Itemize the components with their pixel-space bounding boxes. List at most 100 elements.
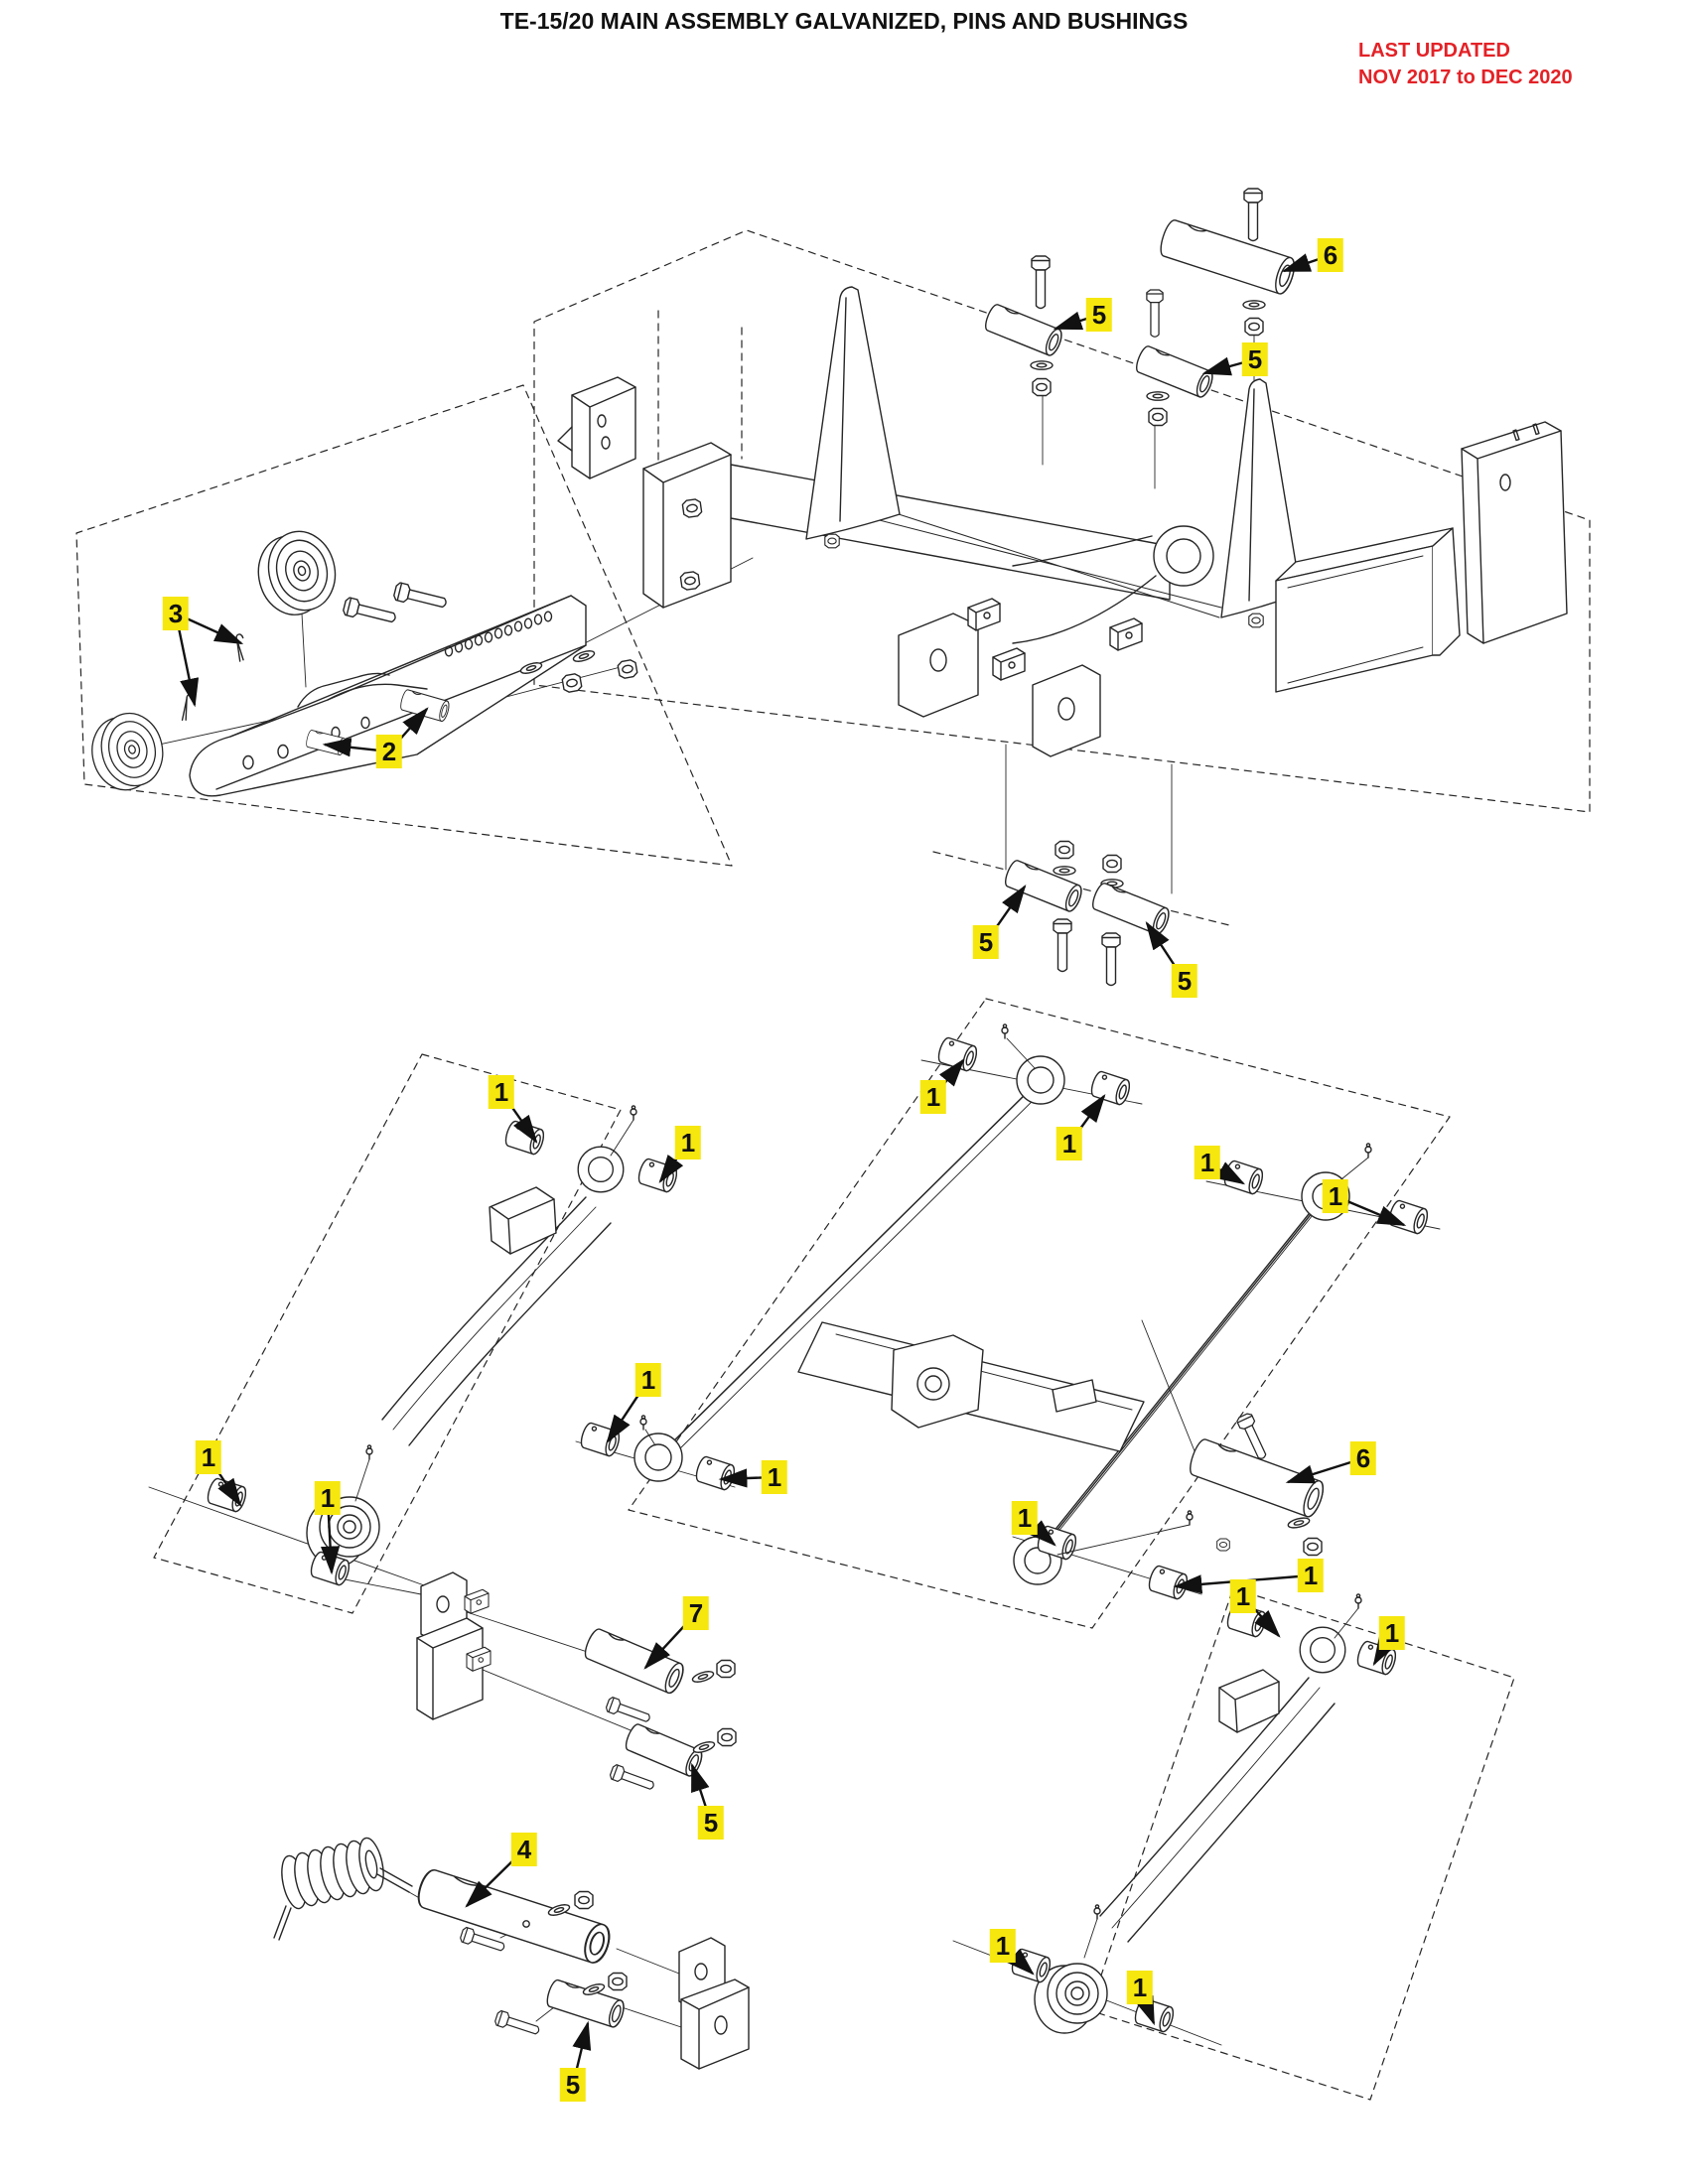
roller-swing-arm-assembly — [83, 523, 639, 797]
bushing — [1221, 1159, 1266, 1196]
callout-6: 6 — [1317, 238, 1344, 272]
bushing — [1386, 1198, 1431, 1236]
lock-nut — [716, 1659, 736, 1679]
callout-2: 2 — [375, 735, 403, 768]
lock-nut — [1303, 1537, 1323, 1557]
callout-1: 1 — [314, 1481, 342, 1515]
callout-4: 4 — [510, 1833, 538, 1866]
hex-bolt — [1146, 289, 1164, 338]
callout-5: 5 — [697, 1806, 725, 1840]
grease-zerk — [1093, 1904, 1101, 1920]
bumper-pad — [1218, 1669, 1280, 1733]
clevis-plate — [642, 442, 732, 609]
large-pivot-pin — [1157, 217, 1299, 297]
callout-1: 1 — [989, 1929, 1017, 1963]
hex-bolt — [1243, 188, 1263, 242]
callout-1: 1 — [919, 1080, 947, 1114]
hex-bolt — [604, 1696, 653, 1727]
callout-5: 5 — [559, 2068, 587, 2102]
bushing — [205, 1476, 249, 1514]
callout-1: 1 — [1322, 1179, 1349, 1213]
callout-1: 1 — [488, 1075, 515, 1109]
pivot-pin — [982, 302, 1065, 358]
flat-washer — [691, 1738, 717, 1756]
boundary-rocker-frame — [628, 998, 1451, 1629]
boundary-main-frame — [533, 229, 1591, 813]
pivot-pin — [1133, 343, 1216, 400]
callout-1: 1 — [1378, 1616, 1406, 1650]
last-updated-line2: NOV 2017 to DEC 2020 — [1358, 67, 1573, 88]
flat-washer — [690, 1668, 716, 1686]
boundary-right-arm — [1088, 1587, 1515, 2101]
pivot-bracket-hardware — [416, 1571, 737, 1795]
mast-fin-left — [805, 286, 901, 540]
boundary-left-roller-arm — [75, 384, 733, 867]
callout-1: 1 — [195, 1440, 222, 1474]
callout-6: 6 — [1349, 1441, 1377, 1475]
torsion-spring — [273, 1837, 413, 1941]
hex-bolt — [1031, 255, 1051, 310]
lock-nut — [1244, 317, 1264, 337]
bushing — [1146, 1564, 1191, 1601]
roller-wheel-bottom — [83, 706, 172, 797]
mast-fin-right — [1220, 378, 1302, 618]
callout-1: 1 — [634, 1363, 662, 1397]
last-updated-note: LAST UPDATED NOV 2017 to DEC 2020 — [1358, 38, 1573, 91]
frame-eye — [633, 1433, 683, 1482]
lock-nut — [608, 1972, 628, 1991]
lock-nut — [560, 672, 584, 694]
callout-5: 5 — [972, 925, 1000, 959]
callout-5: 5 — [1241, 342, 1269, 376]
boundary-boxes — [75, 229, 1591, 2101]
pin-hardware-bottom — [1002, 840, 1173, 987]
bushing — [578, 1421, 623, 1458]
flat-washer — [1030, 360, 1054, 370]
main-frame-weldment — [557, 286, 1568, 757]
grease-zerk — [1354, 1593, 1362, 1609]
pivot-rod-4 — [413, 1866, 615, 1967]
callout-1: 1 — [1297, 1559, 1325, 1592]
page-title: TE-15/20 MAIN ASSEMBLY GALVANIZED, PINS … — [499, 8, 1189, 34]
left-lift-arm — [205, 1105, 680, 1587]
callout-3: 3 — [162, 597, 190, 630]
lock-nut — [1102, 854, 1122, 874]
flat-washer — [1053, 866, 1076, 876]
flat-washer — [1242, 300, 1266, 310]
lock-nut — [1032, 377, 1052, 397]
hex-bolt — [1101, 932, 1121, 987]
grease-zerk — [639, 1415, 647, 1431]
flat-washer — [1286, 1515, 1312, 1531]
lock-nut — [1055, 840, 1074, 860]
frame-eye — [1016, 1055, 1065, 1105]
grease-zerk — [1364, 1143, 1372, 1159]
center-rocker-frame — [578, 1024, 1431, 1601]
spring-rod-hardware — [273, 1837, 750, 2070]
arm-eye — [1299, 1626, 1346, 1674]
adjustment-holes — [444, 611, 553, 657]
callout-1: 1 — [1126, 1971, 1154, 2004]
pivot-pin-7 — [581, 1626, 688, 1697]
grease-zerk — [630, 1105, 637, 1121]
cotter-pin — [171, 692, 203, 723]
pivot-pin — [1089, 881, 1173, 937]
hex-bolt — [493, 2009, 542, 2039]
callout-1: 1 — [761, 1460, 788, 1494]
bumper-pad — [489, 1186, 557, 1255]
lock-nut — [717, 1727, 737, 1747]
roller-wheel-top — [248, 523, 345, 623]
lock-nut — [616, 658, 639, 680]
hex-bolt — [1053, 918, 1072, 973]
left-end-bracket — [571, 376, 636, 479]
lock-nut — [1148, 407, 1168, 427]
grease-zerk — [365, 1444, 373, 1460]
hex-bolt — [342, 596, 398, 628]
callout-1: 1 — [674, 1126, 702, 1160]
hex-bolt — [392, 581, 449, 614]
grease-zerk — [1186, 1510, 1194, 1526]
callout-1: 1 — [1011, 1501, 1039, 1535]
flat-washer — [1146, 391, 1170, 401]
lock-nut — [574, 1890, 594, 1910]
callout-7: 7 — [682, 1596, 710, 1630]
